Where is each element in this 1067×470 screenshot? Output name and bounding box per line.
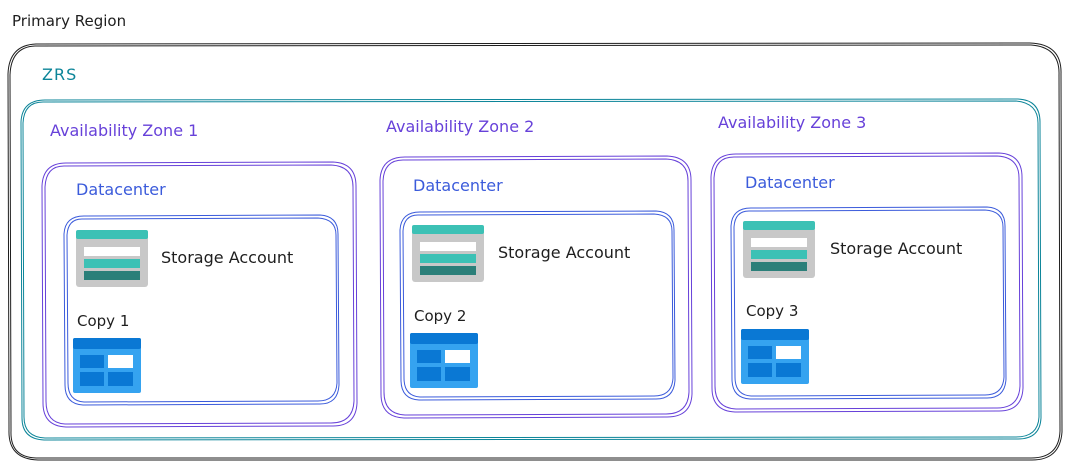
copy-label-1: Copy 1 (77, 312, 130, 330)
storage-box-1 (63, 214, 340, 406)
blob-container-icon (73, 338, 141, 393)
storage-account-label-2: Storage Account (498, 243, 631, 262)
storage-box-2 (399, 210, 676, 401)
zrs-box (20, 98, 1042, 441)
zone-title-1: Availability Zone 1 (50, 121, 199, 140)
storage-box-3 (730, 206, 1007, 400)
storage-account-label-3: Storage Account (830, 239, 963, 258)
copy-label-3: Copy 3 (746, 302, 799, 320)
zone-title-3: Availability Zone 3 (718, 113, 867, 132)
blob-container-icon (741, 329, 809, 384)
zone-title-2: Availability Zone 2 (386, 117, 535, 136)
storage-account-icon (743, 221, 815, 278)
primary-region-box (7, 42, 1063, 461)
zrs-title: ZRS (42, 65, 78, 84)
blob-container-icon (410, 333, 478, 388)
datacenter-title-3: Datacenter (745, 173, 835, 192)
datacenter-box-2 (379, 155, 693, 419)
region-title: Primary Region (12, 12, 127, 30)
datacenter-title-2: Datacenter (413, 176, 503, 195)
storage-account-icon (412, 225, 484, 282)
datacenter-box-1 (41, 161, 358, 428)
copy-label-2: Copy 2 (414, 307, 467, 325)
storage-account-label-1: Storage Account (161, 248, 294, 267)
datacenter-title-1: Datacenter (76, 180, 166, 199)
datacenter-box-3 (710, 152, 1024, 413)
storage-account-icon (76, 230, 148, 287)
